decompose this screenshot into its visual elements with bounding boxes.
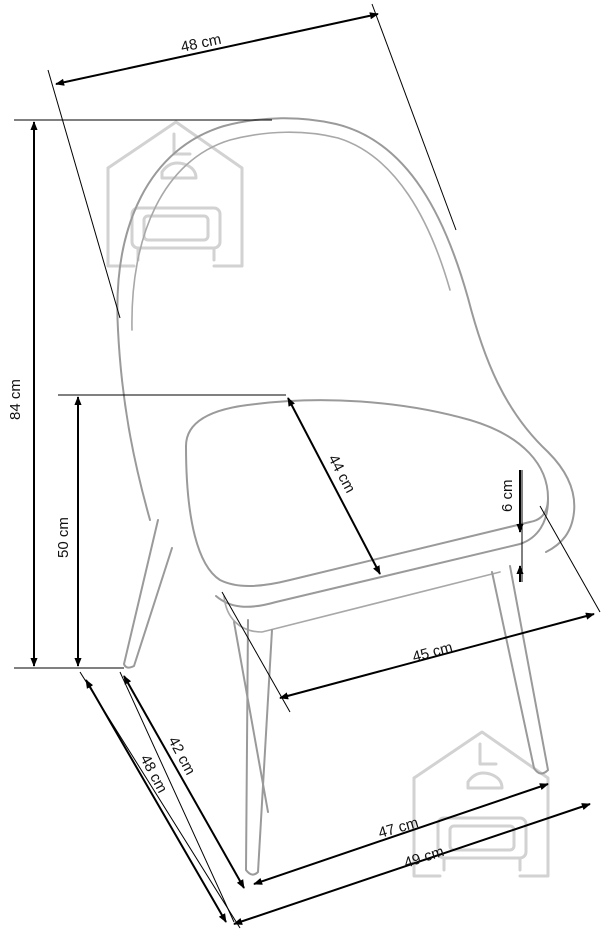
seat-cushion [185,399,549,587]
house-sofa-watermark-icon [106,120,244,268]
chair-illustration [116,117,576,876]
label-seat-thickness: 6 cm [499,479,516,512]
label-total-height: 84 cm [7,379,24,420]
label-seat-height: 50 cm [55,517,72,558]
label-seat-width: 45 cm [411,639,455,666]
dimension-seat-height: 50 cm [55,394,286,667]
dimension-total-height: 84 cm [7,119,272,669]
label-total-depth: 48 cm [136,752,170,796]
front-leg-left [123,519,173,669]
dimension-back-width: 48 cm [47,3,457,319]
back-leg-left [233,621,269,813]
dimension-total-depth: 48 cm [79,671,241,929]
label-total-width: 49 cm [402,843,446,872]
dimension-seat-thickness: 6 cm [499,470,524,582]
label-seat-depth: 44 cm [324,452,358,496]
back-leg-right [491,565,549,775]
dimension-seat-width: 45 cm [221,505,601,713]
dimension-seat-depth: 44 cm [287,397,381,575]
backrest-shell [116,117,576,553]
dimension-side-depth: 42 cm [119,671,245,923]
